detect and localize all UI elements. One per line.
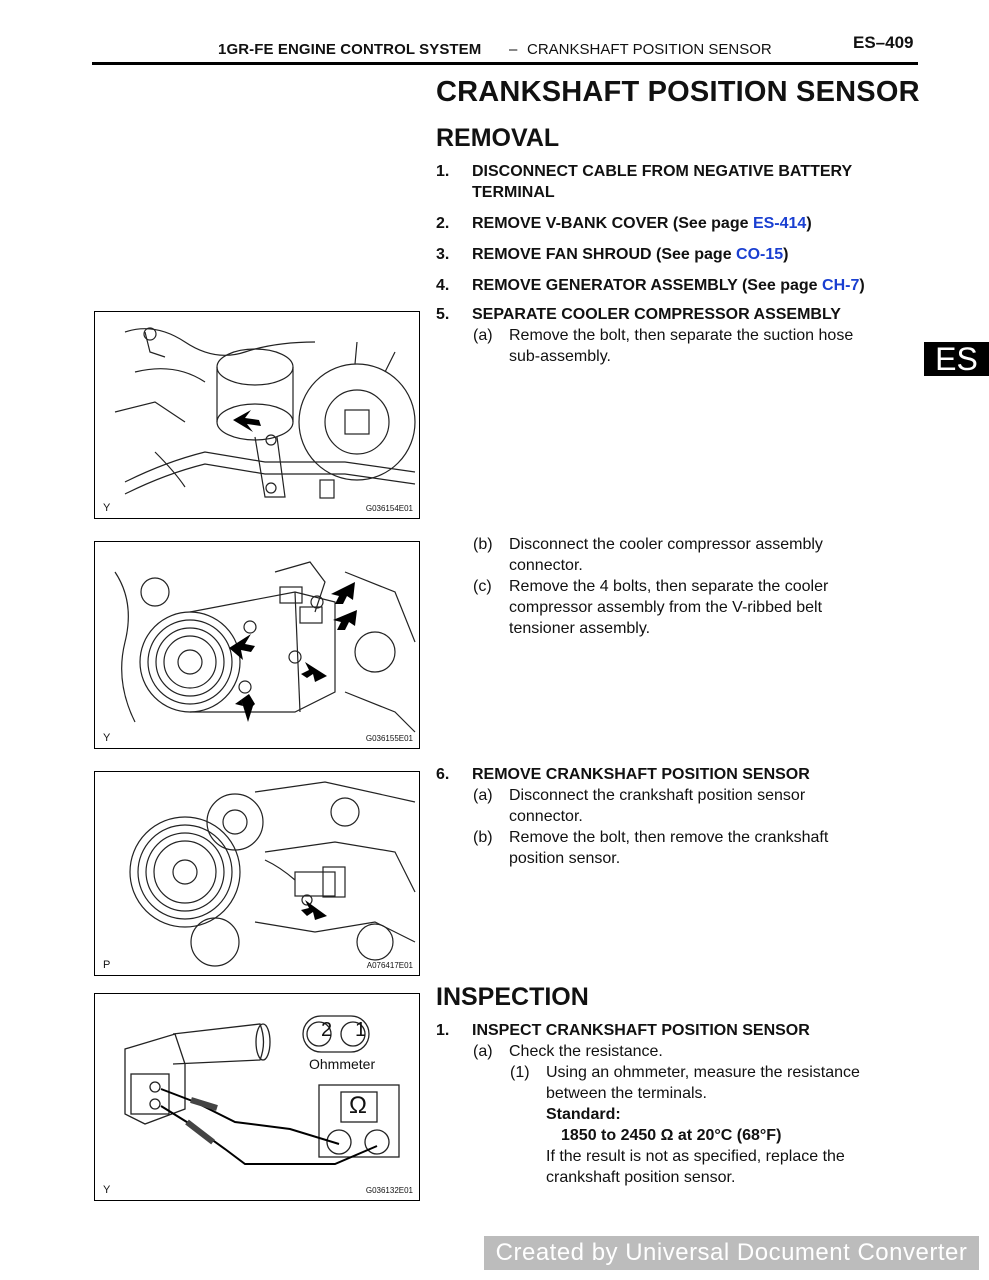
standard-value: 1850 to 2450 Ω at 20°C (68°F) — [561, 1127, 782, 1144]
step-text: REMOVE GENERATOR ASSEMBLY (See page CH-7… — [472, 277, 865, 294]
sub-text: Remove the 4 bolts, then separate the co… — [509, 578, 829, 637]
step-number: 1. — [436, 1022, 450, 1039]
sub-text: Using an ohmmeter, measure the resistanc… — [546, 1064, 860, 1102]
step-6b: (b) Remove the bolt, then remove the cra… — [473, 827, 913, 869]
removal-step-6: 6. REMOVE CRANKSHAFT POSITION SENSOR — [436, 764, 916, 785]
page-link-co-15[interactable]: CO-15 — [736, 246, 784, 263]
step-number: 4. — [436, 277, 450, 294]
inspection-step-1: 1. INSPECT CRANKSHAFT POSITION SENSOR — [436, 1020, 916, 1041]
figure-crankshaft-sensor: P A076417E01 — [94, 771, 420, 976]
cooler-compressor-illustration — [114, 561, 416, 733]
step-number: 5. — [436, 306, 450, 323]
sub-text: Remove the bolt, then remove the cranksh… — [509, 829, 829, 867]
figure-code: G036154E01 — [365, 504, 413, 513]
arrow-icon — [301, 900, 327, 920]
figure-view-letter: Y — [103, 502, 111, 514]
page-link-es-414[interactable]: ES-414 — [752, 215, 807, 232]
figure-ohmmeter-check: 2 1 Ohmmeter Ω Y G036132E01 — [94, 993, 420, 1201]
standard-label: Standard: — [546, 1106, 621, 1123]
step-5b: (b) Disconnect the cooler compressor ass… — [473, 534, 913, 576]
ohmmeter-illustration — [124, 1015, 400, 1165]
sub-text: Disconnect the cooler compressor assembl… — [509, 536, 823, 574]
sub-label: (a) — [473, 787, 493, 804]
page-link-ch-7[interactable]: CH-7 — [822, 277, 860, 294]
inspection-note: If the result is not as specified, repla… — [546, 1148, 845, 1186]
sub-label: (1) — [510, 1064, 530, 1081]
step-5c: (c) Remove the 4 bolts, then separate th… — [473, 576, 913, 639]
sub-label: (b) — [473, 536, 493, 553]
inspection-sub-1: (1) Using an ohmmeter, measure the resis… — [510, 1062, 920, 1104]
removal-step-2: 2. REMOVE V-BANK COVER (See page ES-414) — [436, 213, 916, 234]
figure-code: G036155E01 — [365, 734, 413, 743]
removal-step-4: 4. REMOVE GENERATOR ASSEMBLY (See page C… — [436, 275, 916, 296]
figure-view-letter: P — [103, 959, 111, 971]
page-number: ES–409 — [853, 33, 914, 52]
header-dash: – — [509, 41, 518, 58]
figure-view-letter: Y — [103, 732, 111, 744]
step-text: REMOVE CRANKSHAFT POSITION SENSOR — [472, 766, 810, 783]
sub-text: Disconnect the crankshaft position senso… — [509, 787, 806, 825]
figure-code: A076417E01 — [366, 961, 413, 970]
step-text: REMOVE V-BANK COVER (See page ES-414) — [472, 215, 812, 232]
step-5a: (a) Remove the bolt, then separate the s… — [473, 325, 913, 367]
step-6a: (a) Disconnect the crankshaft position s… — [473, 785, 913, 827]
arrow-icon — [235, 694, 255, 722]
removal-step-3: 3. REMOVE FAN SHROUD (See page CO-15) — [436, 244, 916, 265]
figure-code: G036132E01 — [365, 1186, 413, 1195]
arrow-icon — [233, 410, 261, 432]
ohmmeter-label: Ohmmeter — [309, 1056, 376, 1072]
page-title: CRANKSHAFT POSITION SENSOR — [436, 76, 920, 108]
sub-text: Check the resistance. — [509, 1043, 663, 1060]
step-text: REMOVE FAN SHROUD (See page CO-15) — [472, 246, 789, 263]
omega-icon: Ω — [349, 1092, 367, 1119]
suction-hose-illustration — [114, 327, 416, 499]
header-system-title: 1GR-FE ENGINE CONTROL SYSTEM — [218, 41, 482, 58]
sub-text: Remove the bolt, then separate the sucti… — [509, 327, 854, 365]
step-number: 1. — [436, 163, 450, 180]
header-rule — [92, 62, 918, 65]
sub-label: (c) — [473, 578, 492, 595]
arrow-icon — [331, 582, 355, 604]
figure-view-letter: Y — [103, 1184, 111, 1196]
header-section-title: CRANKSHAFT POSITION SENSOR — [527, 41, 772, 58]
step-text: INSPECT CRANKSHAFT POSITION SENSOR — [472, 1022, 810, 1039]
arrow-icon — [229, 634, 255, 660]
arrow-icon — [333, 610, 357, 630]
inspection-sub-a: (a) Check the resistance. — [473, 1041, 913, 1062]
sub-label: (b) — [473, 829, 493, 846]
figure-cooler-compressor: Y G036155E01 — [94, 541, 420, 749]
removal-step-1: 1. DISCONNECT CABLE FROM NEGATIVE BATTER… — [436, 161, 916, 203]
removal-heading: REMOVAL — [436, 124, 560, 152]
sub-label: (a) — [473, 327, 493, 344]
step-number: 6. — [436, 766, 450, 783]
section-tab: ES — [924, 342, 989, 376]
figure-suction-hose: Y G036154E01 — [94, 311, 420, 519]
inspection-heading: INSPECTION — [436, 983, 589, 1011]
watermark-banner: Created by Universal Document Converter — [484, 1236, 979, 1270]
terminal-2-label: 2 — [321, 1019, 333, 1041]
removal-step-5: 5. SEPARATE COOLER COMPRESSOR ASSEMBLY — [436, 304, 916, 325]
step-number: 3. — [436, 246, 450, 263]
sub-label: (a) — [473, 1043, 493, 1060]
crankshaft-sensor-illustration — [129, 781, 416, 967]
terminal-1-label: 1 — [355, 1019, 367, 1041]
step-text: SEPARATE COOLER COMPRESSOR ASSEMBLY — [472, 306, 841, 323]
arrow-icon — [301, 662, 327, 682]
step-number: 2. — [436, 215, 450, 232]
